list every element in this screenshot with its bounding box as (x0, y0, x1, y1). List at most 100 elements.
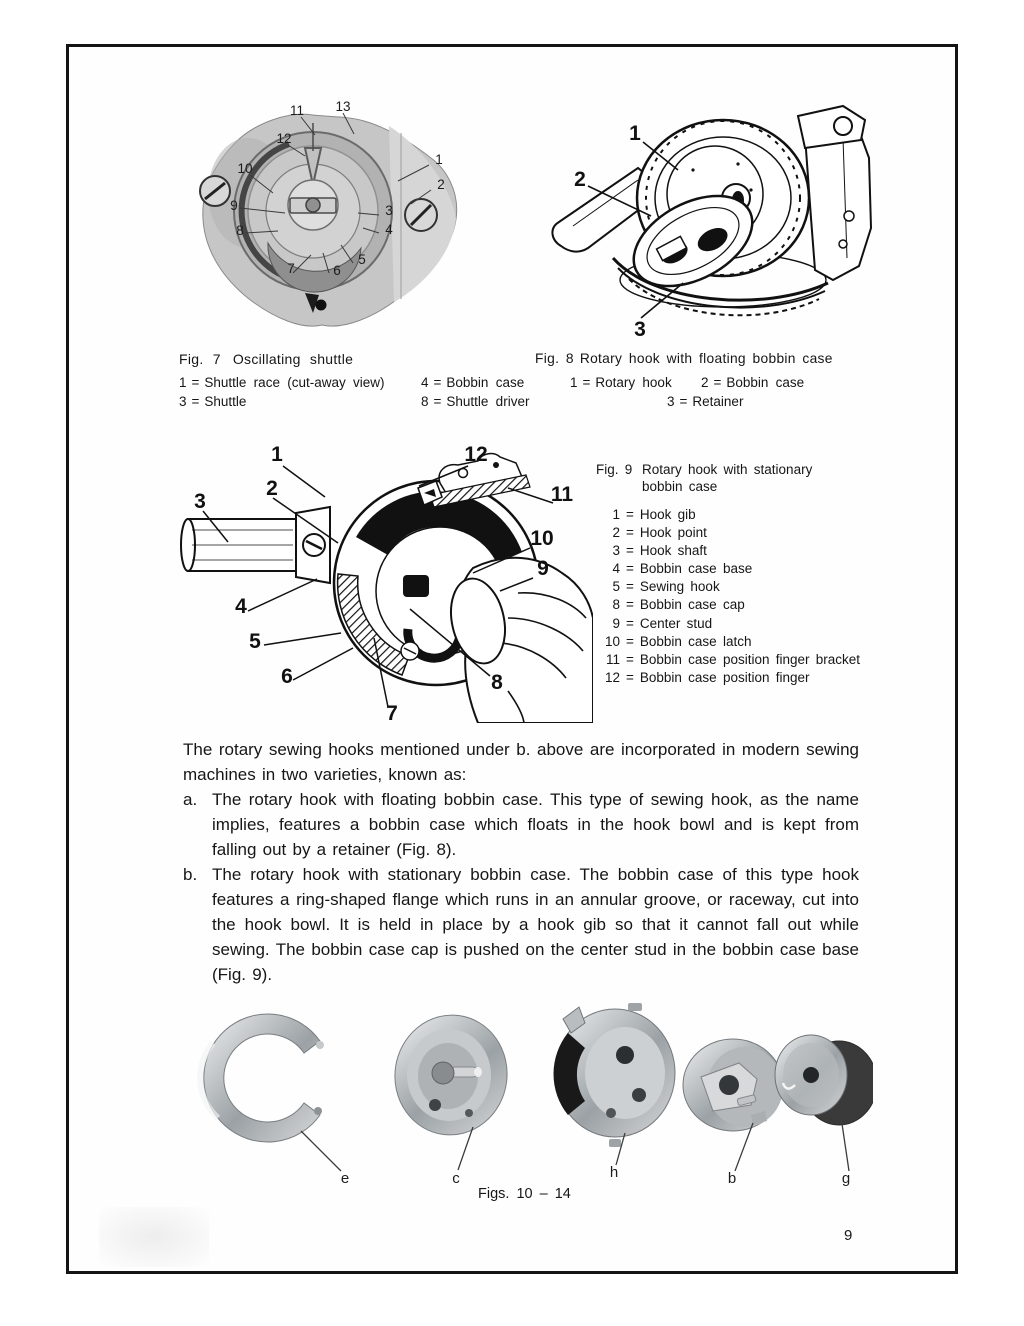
body-text: The rotary sewing hooks mentioned under … (183, 737, 859, 987)
part-label-b: b (728, 1170, 736, 1187)
fig7-legend-item: 3=Shuttle (179, 394, 247, 409)
fig8-callout-2: 2 (574, 168, 586, 191)
fig9-caption-label: Fig. 9 (596, 462, 633, 477)
fig7-callout-7: 7 (287, 261, 295, 276)
position-finger-bracket (417, 452, 531, 508)
part-label-h: h (610, 1164, 618, 1181)
screw-right-icon (404, 198, 438, 232)
list-marker-a: a. (183, 790, 198, 809)
fig9-callout-2: 2 (266, 477, 278, 500)
fig7-callout-5: 5 (358, 252, 366, 267)
floating-bobbin-case (632, 194, 754, 288)
fig9-callout-12: 12 (464, 443, 487, 466)
fig9-callout-10: 10 (530, 527, 553, 550)
page-border: 11 13 12 10 9 8 1 2 3 4 5 6 7 (66, 44, 958, 1274)
fig9-rotary-hook-illustration: 3 1 2 12 11 10 9 4 5 6 7 8 (180, 443, 593, 723)
fig7-caption-label: Fig. 7 (179, 351, 221, 367)
fig7-caption: Fig. 7 Oscillating shuttle (179, 351, 353, 367)
fig9-legend-item: 11=Bobbin case position finger bracket (605, 651, 861, 667)
fig7-callout-8: 8 (236, 223, 244, 238)
list-item-b: b. The rotary hook with stationary bobbi… (183, 862, 859, 987)
fig9-legend-item: 9=Center stud (612, 615, 713, 631)
fig7-callout-13: 13 (335, 99, 350, 114)
fig7-callout-9: 9 (230, 198, 238, 213)
fig7-oscillating-shuttle-illustration: 11 13 12 10 9 8 1 2 3 4 5 6 7 (199, 99, 458, 327)
fig9-leader-lines (202, 465, 554, 708)
fig9-legend-item: 10=Bobbin case latch (604, 633, 752, 649)
figs10-14-leader-lines (300, 1116, 850, 1172)
fig9-callout-3: 3 (194, 490, 206, 513)
fig7-legend-item: 1=Shuttle race (cut-away view) (179, 375, 385, 390)
fig7-legend: 1=Shuttle race (cut-away view) 4=Bobbin … (179, 375, 539, 413)
fig8-callout-3: 3 (634, 318, 646, 338)
part-g-bobbin (774, 1034, 873, 1126)
fig9-caption: Fig. 9 Rotary hook with stationary bobbi… (596, 461, 847, 495)
fig9-callouts: 3 1 2 12 11 10 9 4 5 6 7 8 (194, 443, 573, 723)
fig9-caption-title: Rotary hook with stationary bobbin case (642, 462, 813, 494)
fig7-callouts: 11 13 12 10 9 8 1 2 3 4 5 6 7 (230, 99, 445, 278)
fig8-legend-item: 1=Rotary hook (570, 375, 672, 390)
fig8-leader-lines (587, 141, 684, 319)
fig9-callout-9: 9 (537, 557, 549, 580)
fig9-callout-1: 1 (271, 443, 283, 466)
fig8-legend-item: 3=Retainer (667, 394, 744, 409)
scan-smudge (99, 1207, 209, 1267)
figs10-14-caption: Figs. 10 – 14 (478, 1186, 571, 1202)
fig8-legend-row1: 1=Rotary hook 2=Bobbin case (570, 375, 804, 390)
fig9-callout-6: 6 (281, 665, 293, 688)
fig7-caption-title: Oscillating shuttle (232, 351, 354, 367)
list-text-a: The rotary hook with floating bobbin cas… (212, 790, 859, 859)
list-marker-b: b. (183, 865, 198, 884)
fig9-legend-item: 12=Bobbin case position finger (604, 669, 810, 685)
fig9-legend: 1=Hook gib 2=Hook point 3=Hook shaft 4=B… (600, 507, 878, 689)
fig7-callout-12: 12 (276, 131, 291, 146)
fig7-callout-1: 1 (435, 152, 443, 167)
fig9-callout-4: 4 (235, 595, 247, 618)
part-c-bobbin-case-base (394, 1014, 508, 1136)
fig8-callout-1: 1 (629, 122, 641, 145)
fig7-callout-6: 6 (333, 263, 341, 278)
fig8-legend-item: 2=Bobbin case (700, 375, 805, 390)
intro-paragraph: The rotary sewing hooks mentioned under … (183, 740, 859, 784)
fig7-callout-11: 11 (290, 103, 304, 118)
fig8-rotary-hook-illustration: 1 2 3 (551, 104, 873, 338)
shuttle-race (233, 123, 393, 313)
fig9-legend-item: 5=Sewing hook (612, 579, 720, 595)
fig9-legend-item: 3=Hook shaft (612, 543, 707, 559)
fig9-legend-item: 4=Bobbin case base (612, 561, 753, 577)
part-e-retainer-ring (197, 1013, 324, 1143)
fig7-legend-item: 4=Bobbin case (421, 375, 525, 390)
fig9-callout-8: 8 (491, 671, 503, 694)
fig8-caption-label: Fig. 8 (535, 351, 574, 366)
fig8-legend-row2: 3=Retainer (667, 394, 743, 409)
figs10-14-parts-illustration: e c h b g (197, 1003, 873, 1187)
fig9-callout-5: 5 (249, 630, 261, 653)
page-number: 9 (844, 1227, 853, 1244)
fig9-legend-item: 8=Bobbin case cap (612, 597, 745, 613)
fig7-callout-2: 2 (437, 177, 445, 192)
fig7-callout-4: 4 (385, 222, 393, 237)
part-h-sewing-hook (553, 1003, 676, 1147)
list-text-b: The rotary hook with stationary bobbin c… (212, 865, 859, 984)
holding-hand (450, 556, 593, 723)
fig8-caption-title: Rotary hook with floating bobbin case (579, 351, 833, 366)
fig9-legend-item: 1=Hook gib (612, 507, 696, 522)
hook-housing (796, 104, 873, 282)
screw-left-icon (199, 175, 231, 207)
hook-shaft (180, 505, 331, 585)
hook-gib-hatched (336, 573, 410, 676)
fig9-callout-7: 7 (386, 702, 398, 723)
fig7-leader-lines (239, 112, 432, 274)
list-item-a: a. The rotary hook with floating bobbin … (183, 787, 859, 862)
fig7-legend-item: 8=Shuttle driver (421, 394, 530, 409)
fig7-callout-3: 3 (385, 203, 393, 218)
figs10-14-labels: e c h b g (341, 1164, 850, 1187)
fig9-callout-11: 11 (551, 483, 574, 506)
part-label-c: c (452, 1170, 460, 1187)
part-b-bobbin-case (682, 1038, 784, 1132)
fig7-callout-10: 10 (237, 161, 252, 176)
fig9-legend-item: 2=Hook point (612, 525, 707, 541)
fig8-callouts: 1 2 3 (574, 122, 646, 338)
part-label-e: e (341, 1170, 349, 1187)
